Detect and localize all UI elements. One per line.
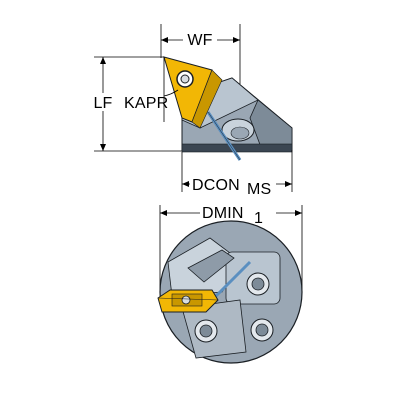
kapr-angle-arc bbox=[163, 89, 179, 97]
dmin-arrow-left bbox=[160, 210, 167, 216]
lf-arrow-top bbox=[100, 57, 106, 64]
kapr-label: KAPR bbox=[124, 95, 168, 112]
top-view: WF LF KAPR DCON MS bbox=[92, 24, 293, 198]
clamp-arm bbox=[187, 249, 235, 283]
dmin-subscript: 1 bbox=[254, 210, 263, 227]
insert-edge-line bbox=[157, 297, 219, 301]
dcon-arrow-right bbox=[285, 181, 292, 187]
dmin-arrow-right bbox=[295, 210, 302, 216]
wf-arrow-right bbox=[233, 37, 240, 43]
dcon-label: DCON bbox=[192, 177, 240, 194]
dcon-suffix-label: MS bbox=[247, 181, 271, 198]
dcon-arrow-left bbox=[182, 181, 189, 187]
cutting-insert-edge bbox=[191, 69, 223, 129]
lf-label: LF bbox=[93, 95, 112, 112]
coolant-channel-front bbox=[210, 260, 252, 302]
lf-arrow-bottom bbox=[100, 144, 106, 151]
front-view: DMIN 1 bbox=[157, 202, 303, 364]
screw-hole-bottom-right bbox=[250, 318, 274, 342]
coolant-channel-outline bbox=[207, 111, 241, 161]
tool-body-base bbox=[181, 143, 293, 153]
insert-screw-front bbox=[181, 295, 191, 305]
wf-arrow-left bbox=[161, 37, 168, 43]
clamp-pocket-inner bbox=[230, 126, 250, 140]
screw-hole-bottom-left bbox=[194, 319, 218, 343]
insert-screw-head bbox=[180, 74, 190, 84]
screw-hole-top-right bbox=[246, 272, 270, 296]
dmin-label: DMIN bbox=[202, 205, 244, 222]
wf-label: WF bbox=[187, 32, 212, 49]
